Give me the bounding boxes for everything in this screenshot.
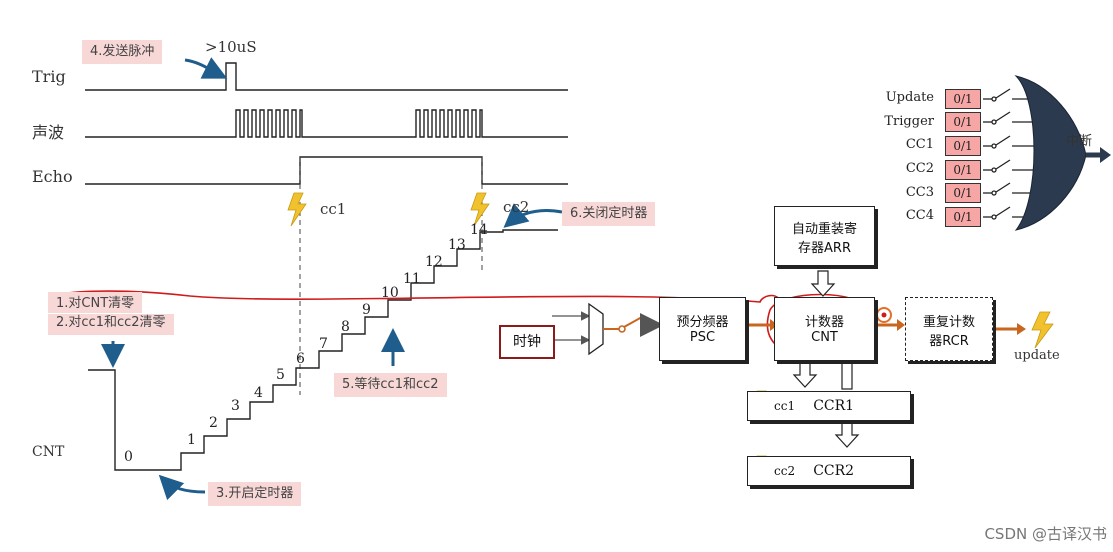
step-8: 8 <box>341 319 350 335</box>
stop-timer-arrow-icon <box>503 203 563 228</box>
arr-down-arrow-icon <box>810 270 836 297</box>
echo-waveform <box>85 156 568 185</box>
arr-title: 自动重装寄 <box>791 222 857 237</box>
step-6: 6 <box>296 351 305 367</box>
cnt-abbr: CNT <box>811 330 838 345</box>
note-stop-timer: 6.关闭定时器 <box>562 202 656 226</box>
step-5: 5 <box>276 367 285 383</box>
ccr1-to-ccr2-arrow-icon <box>834 419 860 448</box>
psc-abbr: PSC <box>689 330 716 345</box>
source-cc1: CC1 <box>905 137 934 152</box>
or-gate <box>1014 75 1087 231</box>
psc-block: 预分频器 PSC <box>659 297 746 361</box>
step-12: 12 <box>425 254 443 270</box>
pulse-width-label: >10uS <box>205 38 257 56</box>
step-9: 9 <box>362 302 371 318</box>
source-update: Update <box>885 90 934 105</box>
source-cc4: CC4 <box>905 208 934 223</box>
sound-label: 声波 <box>32 123 65 142</box>
step-10: 10 <box>381 285 399 301</box>
enable-bit-cc3: 0/1 <box>945 183 981 203</box>
step-2: 2 <box>209 415 218 431</box>
cc1-lightning-icon <box>287 192 307 227</box>
rcr-abbr: 器RCR <box>929 334 969 349</box>
note-send-pulse: 4.发送脉冲 <box>82 40 163 64</box>
cnt-title: 计数器 <box>804 315 844 330</box>
rcr-title: 重复计数 <box>922 315 975 330</box>
arr-abbr: 存器ARR <box>798 241 851 256</box>
cnt-block: 计数器 CNT <box>774 297 875 361</box>
ccr2-block: cc2 CCR2 <box>747 456 911 486</box>
step-14: 14 <box>470 222 488 238</box>
step-0: 0 <box>124 449 133 465</box>
enable-bit-cc4: 0/1 <box>945 207 981 227</box>
ccr1-tag: cc1 <box>774 399 796 413</box>
ccr1-label: CCR1 <box>813 398 855 414</box>
echo-label: Echo <box>32 167 73 186</box>
source-cc3: CC3 <box>905 185 934 200</box>
sound-waveform <box>85 109 568 138</box>
clock-block: 时钟 <box>499 325 555 359</box>
enable-bit-cc2: 0/1 <box>945 160 981 180</box>
step-3: 3 <box>231 398 240 414</box>
step-7: 7 <box>319 336 328 352</box>
enable-bit-update: 0/1 <box>945 89 981 109</box>
step-4: 4 <box>254 385 263 401</box>
source-trigger: Trigger <box>884 114 934 129</box>
note-clear-cc: 2.对cc1和cc2清零 <box>48 314 174 335</box>
ccr2-tag: cc2 <box>774 464 796 478</box>
clock-mux <box>588 302 604 356</box>
start-timer-arrow-icon <box>158 474 206 501</box>
source-cc2: CC2 <box>905 161 934 176</box>
step-13: 13 <box>448 237 466 253</box>
send-pulse-arrow-icon <box>184 57 228 79</box>
cnt-to-ccr1-arrow-icon <box>792 362 818 388</box>
enable-bit-trigger: 0/1 <box>945 112 981 132</box>
rcr-block: 重复计数 器RCR <box>905 297 993 361</box>
interrupt-output-label: 中断 <box>1066 134 1093 149</box>
note-wait-cc: 5.等待cc1和cc2 <box>334 373 447 397</box>
cc2-lightning-icon <box>470 192 490 227</box>
watermark: CSDN @古译汉书 <box>984 525 1107 543</box>
interrupt-output-arrow-icon <box>1100 147 1111 163</box>
trig-waveform <box>85 62 568 91</box>
update-label: update <box>1014 348 1060 363</box>
step-1: 1 <box>187 432 196 448</box>
trig-label: Trig <box>32 67 66 86</box>
red-dot-icon <box>876 307 892 323</box>
ccr1-block: cc1 CCR1 <box>747 391 911 421</box>
note-clear-cnt: 1.对CNT清零 <box>48 292 143 313</box>
note-start-timer: 3.开启定时器 <box>208 482 302 506</box>
step-11: 11 <box>403 271 421 287</box>
update-lightning-icon <box>1031 311 1054 349</box>
cc1-label: cc1 <box>320 200 347 218</box>
cc2-label: cc2 <box>503 198 530 216</box>
ccr2-label: CCR2 <box>813 463 855 479</box>
red-annotation-line <box>49 290 781 303</box>
enable-bit-cc1: 0/1 <box>945 136 981 156</box>
cnt-staircase <box>88 229 558 471</box>
psc-title: 预分频器 <box>676 315 729 330</box>
arr-block: 自动重装寄 存器ARR <box>774 206 875 266</box>
cnt-label: CNT <box>32 444 65 460</box>
